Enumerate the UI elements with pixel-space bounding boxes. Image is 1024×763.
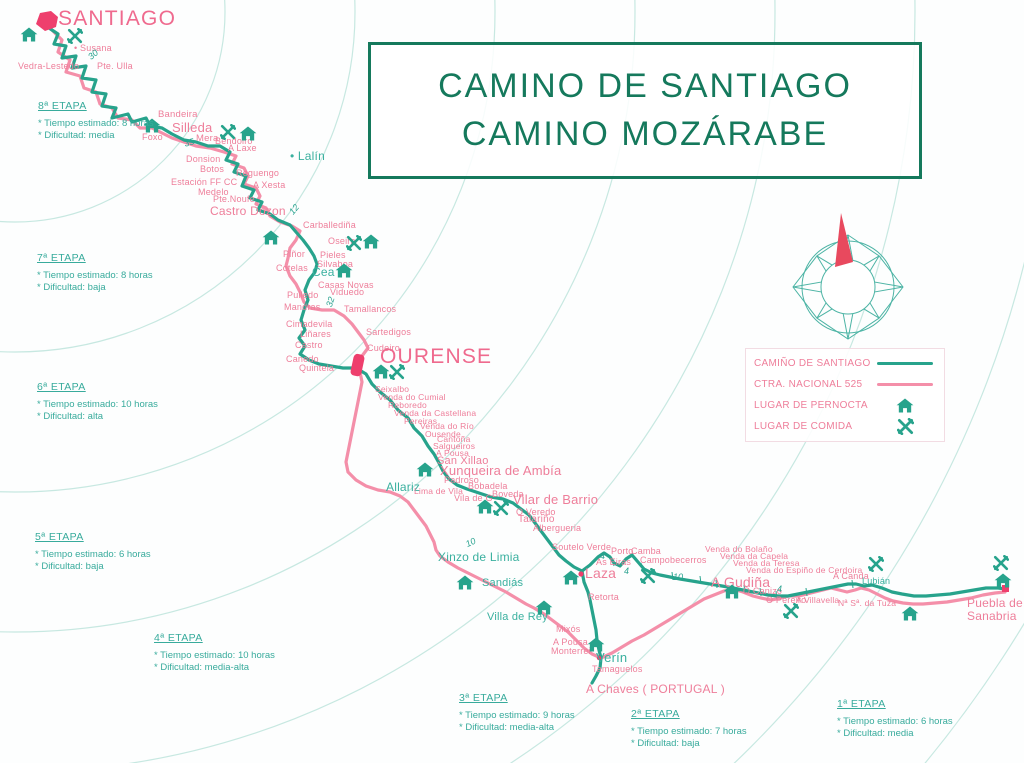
etapa-difficulty: * Dificultad: media [837,727,914,739]
etapa-difficulty: * Dificultad: media-alta [459,721,555,733]
etapa-time: * Tiempo estimado: 6 horas [837,716,953,727]
etapa-difficulty: * Dificultad: alta [37,410,104,422]
legend-row: CTRA. NACIONAL 525 [754,375,936,395]
etapa-time: * Tiempo estimado: 6 horas [35,549,151,560]
laza-marker [578,571,584,577]
etapa-title: 5ª ETAPA [35,531,84,543]
legend-label: LUGAR DE COMIDA [754,420,853,432]
route-camino-line [44,24,1008,685]
legend-row: LUGAR DE PERNOCTA [754,395,936,415]
etapa-block: 8ª ETAPA * Tiempo estimado: 8 horas* Difi… [38,100,154,142]
route-nacional-line [48,26,1007,660]
legend-label: CAMIÑO DE SANTIAGO [754,358,871,370]
legend-row: LUGAR DE COMIDA [754,416,936,436]
ourense-marker [350,353,365,377]
etapa-difficulty: * Dificultad: baja [631,737,700,749]
legend-symbol-cutlery [874,417,936,435]
etapa-time: * Tiempo estimado: 8 horas [37,270,153,281]
etapa-difficulty: * Dificultad: baja [37,281,106,293]
etapa-block: 6ª ETAPA * Tiempo estimado: 10 horas* Dif… [37,381,158,423]
etapa-block: 2ª ETAPA * Tiempo estimado: 7 horas* Difi… [631,708,747,750]
etapa-time: * Tiempo estimado: 7 horas [631,726,747,737]
verin-marker [596,655,602,661]
etapa-difficulty: * Dificultad: baja [35,560,104,572]
etapa-block: 7ª ETAPA * Tiempo estimado: 8 horas* Difi… [37,252,153,294]
compass-rose [792,213,904,340]
etapa-title: 7ª ETAPA [37,252,86,264]
legend-symbol-house [874,398,936,413]
etapa-block: 3ª ETAPA * Tiempo estimado: 9 horas* Difi… [459,692,575,734]
etapa-block: 1ª ETAPA * Tiempo estimado: 6 horas* Difi… [837,698,953,740]
santiago-marker [36,11,58,31]
etapa-difficulty: * Dificultad: media [38,129,115,141]
etapa-title: 8ª ETAPA [38,100,87,112]
legend-label: LUGAR DE PERNOCTA [754,399,868,411]
house-icon [896,398,914,413]
etapa-difficulty: * Dificultad: media-alta [154,661,250,673]
route-tick-marks [611,557,854,600]
etapa-time: * Tiempo estimado: 9 horas [459,710,575,721]
map-title-box: CAMINO DE SANTIAGO CAMINO MOZÁRABE [368,42,922,179]
legend-row: CAMIÑO DE SANTIAGO [754,354,936,374]
etapa-title: 1ª ETAPA [837,698,886,710]
etapa-title: 6ª ETAPA [37,381,86,393]
etapa-title: 4ª ETAPA [154,632,203,644]
route-end-marker [1002,585,1009,592]
legend-label: CTRA. NACIONAL 525 [754,379,863,391]
compass-needle [835,213,853,267]
map-title-line1: CAMINO DE SANTIAGO [438,67,852,105]
legend-symbol-pink-line [874,383,936,387]
etapa-time: * Tiempo estimado: 10 horas [154,650,275,661]
legend-symbol-teal-line [874,362,936,366]
etapa-time: * Tiempo estimado: 10 horas [37,399,158,410]
etapa-block: 4ª ETAPA * Tiempo estimado: 10 horas* Dif… [154,632,275,674]
etapa-block: 5ª ETAPA * Tiempo estimado: 6 horas* Difi… [35,531,151,573]
map-title-line2: CAMINO MOZÁRABE [461,115,829,153]
etapa-title: 2ª ETAPA [631,708,680,720]
etapa-title: 3ª ETAPA [459,692,508,704]
cutlery-icon [896,417,914,435]
etapa-time: * Tiempo estimado: 8 horas [38,118,154,129]
